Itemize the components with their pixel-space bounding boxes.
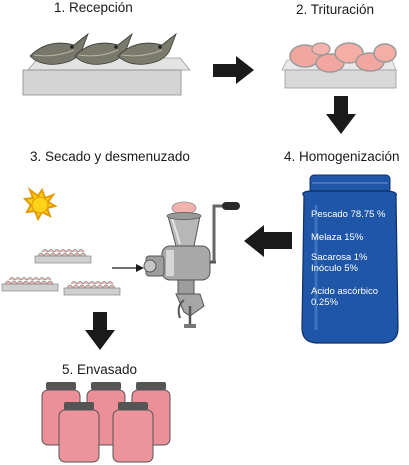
jar-composition-ascorbic: Acido ascórbico [311, 286, 379, 297]
crushed-fish-tray [281, 42, 397, 89]
feed-arrow-icon [112, 264, 144, 272]
drying-tray [34, 249, 92, 264]
fish-tray [22, 57, 191, 96]
step-2-label: 2. Trituración [296, 2, 375, 17]
jar-composition-inoculum: Inóculo 5% [311, 263, 359, 274]
fish-icon [117, 32, 177, 65]
fish-icon [29, 32, 89, 65]
product-jars [41, 382, 171, 463]
homogenization-jar [301, 174, 399, 344]
arrow-down-icon [85, 312, 115, 350]
sun-icon [22, 187, 58, 222]
arrow-left-icon [244, 225, 292, 257]
jar-composition-molasses: Melaza 15% [311, 232, 364, 243]
step-1-label: 1. Recepción [54, 0, 133, 15]
step-5-label: 5. Envasado [62, 362, 138, 377]
product-jar-icon [112, 402, 154, 463]
jar-composition-fish: Pescado 78.75 % [311, 209, 386, 220]
arrow-right-icon [213, 56, 254, 84]
drying-tray [63, 281, 121, 296]
jar-composition-ascorbic-value: 0.25% [311, 297, 338, 308]
step-4-label: 4. Homogenización [284, 149, 400, 164]
meat-grinder-icon [143, 201, 240, 328]
product-jar-icon [58, 402, 100, 463]
jar-composition-sucrose: Sacarosa 1% [311, 252, 368, 263]
step-3-label: 3. Secado y desmenuzado [30, 149, 190, 164]
arrow-down-icon [326, 96, 356, 134]
drying-tray [1, 277, 59, 292]
